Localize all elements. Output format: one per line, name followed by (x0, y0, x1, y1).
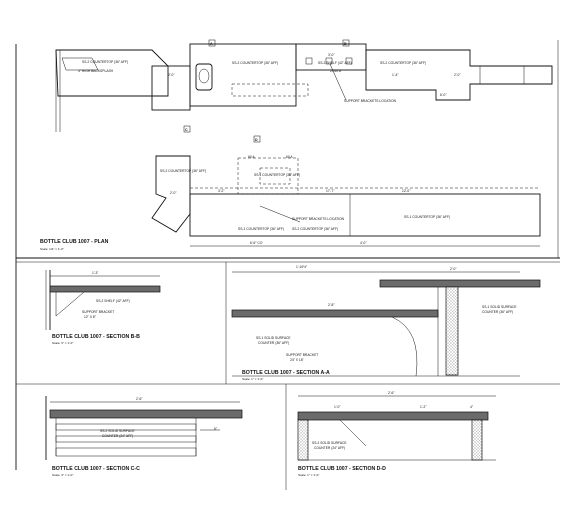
section-b-shelf (49, 285, 161, 293)
section-marker-a: A (208, 39, 216, 47)
plan-label-ss2-mid: SS-2 COUNTERTOP (36" AFF) (232, 61, 278, 65)
section-d-post-left (297, 419, 309, 461)
section-a-label-ss1b: COUNTER (36" AFF) (482, 310, 513, 314)
section-a-scale: Scale: 1" = 1'-0" (242, 377, 263, 381)
plan-label-ss2-lower-right: SS-1 COUNTERTOP (36" AFF) (404, 215, 450, 219)
plan-dim: 2x 60 A (330, 69, 342, 73)
plan-dim: 17'-7" (326, 189, 335, 193)
svg-text:C: C (185, 128, 188, 132)
plan-label-ss1-lower: SS-1 COUNTERTOP (36" AFF) (238, 227, 284, 231)
section-a-dim: 1'-10½" (296, 265, 308, 269)
svg-text:D: D (255, 138, 258, 142)
section-d-scale: Scale: 1" = 1'-0" (298, 473, 319, 477)
plan-label-ss2-left: SS-2 COUNTERTOP (36" AFF) (82, 60, 128, 64)
plan-counter-top-left (55, 49, 169, 97)
svg-text:A: A (210, 42, 213, 46)
section-b-view: 1'-3" SS-2 SHELF (42" AFF) SUPPORT BRACK… (45, 270, 161, 345)
section-a-label-ss1-left-b: COUNTER (36" AFF) (258, 341, 289, 345)
section-a-label-ss1-left: SS-1 SOLID SURFACE (256, 336, 291, 340)
section-c-view: 2'-6" 6" SS-2 SOLID SURFACE COUNTER (24"… (45, 396, 243, 477)
plan-dim: 2'-0" (168, 73, 175, 77)
section-c-label: SS-2 SOLID SURFACE (100, 429, 135, 433)
plan-label-support-top: SUPPORT BRACKETS LOCATION (344, 99, 397, 103)
section-a-wall (445, 286, 459, 376)
section-a-title: BOTTLE CLUB 1007 - SECTION A-A (242, 370, 330, 376)
section-d-post-right (471, 419, 483, 461)
section-a-view: 1'-10½" 2'-0" 2'-8" SS-1 SOLID SURFACE C… (231, 265, 541, 381)
plan-label-ss2-bottom: SS-2 COUNTERTOP (36" AFF) (292, 227, 338, 231)
plan-dim: 60 A (286, 155, 293, 159)
section-a-lower-counter (231, 309, 439, 318)
plan-counter-top-mid (189, 43, 297, 107)
plan-label-ss2-shelf: SS-2 SHELF (42" AFF) (318, 61, 352, 65)
plan-label-ss2-right: SS-2 COUNTERTOP (36" AFF) (380, 61, 426, 65)
section-d-label: SS-2 SOLID SURFACE (312, 441, 347, 445)
plan-dim: 4'-0" (360, 241, 367, 245)
plan-dim: 2'-0" (454, 73, 461, 77)
plan-dim: 6'-6" CO (250, 241, 263, 245)
section-c-dim-side: 6" (214, 427, 218, 431)
section-b-label-bracket-size: 12" X 8" (84, 315, 97, 319)
plan-dim: 2'-0" (170, 191, 177, 195)
plan-scale: Scale: 1/4" = 1'-0" (40, 247, 64, 251)
section-d-title: BOTTLE CLUB 1007 - SECTION D-D (298, 466, 386, 472)
section-d-view: 2'-6" 1'-0" 1'-2" 4" SS-2 SOLID SURFACE … (297, 391, 496, 477)
plan-counter-lower-main (189, 193, 541, 237)
section-d-label-b: COUNTER (24" AFF) (314, 446, 345, 450)
section-d-counter (297, 411, 489, 421)
section-c-dim: 2'-6" (136, 397, 143, 401)
plan-counter-top-right (365, 49, 553, 101)
section-a-dim: 2'-8" (328, 303, 335, 307)
plan-label-backsplash: 4" HIGH BACKSPLASH (78, 69, 114, 73)
plan-label-ss2-lower-left: SS-2 COUNTERTOP (36" AFF) (160, 169, 206, 173)
plan-view: A B C D SS-2 COUNTERTOP (36" AFF) 4" HIG… (40, 39, 553, 251)
section-d-dim-a: 1'-0" (334, 405, 341, 409)
plan-counter-lower-left (151, 155, 191, 233)
section-b-label-bracket: SUPPORT BRACKET (82, 310, 114, 314)
plan-title: BOTTLE CLUB 1007 - PLAN (40, 239, 109, 245)
section-a-dim: 2'-0" (450, 267, 457, 271)
plan-dim: 60 A (248, 155, 255, 159)
section-c-scale: Scale: 3" = 1'-0" (52, 473, 73, 477)
plan-dim: 1'-4" (392, 73, 399, 77)
sheet-frame (15, 40, 560, 490)
section-d-dim-b: 1'-2" (420, 405, 427, 409)
section-c-counter (49, 409, 243, 419)
section-b-dim: 1'-3" (92, 271, 99, 275)
section-a-label-ss1: SS-1 SOLID SURFACE (482, 305, 517, 309)
section-marker-d: D (253, 135, 261, 143)
section-b-scale: Scale: 3" = 1'-0" (52, 341, 73, 345)
section-a-label-bracket-size: 24" X 18" (290, 358, 305, 362)
section-marker-b: B (342, 39, 350, 47)
section-d-dim: 2'-6" (388, 391, 395, 395)
plan-label-support-bottom: SUPPORT BRACKETS LOCATION (292, 217, 345, 221)
section-c-title: BOTTLE CLUB 1007 - SECTION C-C (52, 466, 140, 472)
section-b-title: BOTTLE CLUB 1007 - SECTION B-B (52, 334, 140, 340)
svg-text:B: B (344, 42, 347, 46)
section-a-label-bracket: SUPPORT BRACKET (286, 353, 318, 357)
section-c-label-b: COUNTER (24" AFF) (102, 434, 133, 438)
plan-dim: 12'-0" (402, 189, 411, 193)
plan-label-ss1-upper: SS-1 COUNTERTOP (36" AFF) (254, 173, 300, 177)
section-b-label-shelf: SS-2 SHELF (42" AFF) (96, 299, 130, 303)
plan-dim: 6'-0" (440, 93, 447, 97)
plan-dim: 3'-0" (328, 53, 335, 57)
section-d-dim-c: 4" (470, 405, 474, 409)
section-marker-c: C (183, 125, 191, 133)
plan-dim: 3'-2" (218, 189, 225, 193)
section-a-upper-counter (379, 279, 541, 288)
